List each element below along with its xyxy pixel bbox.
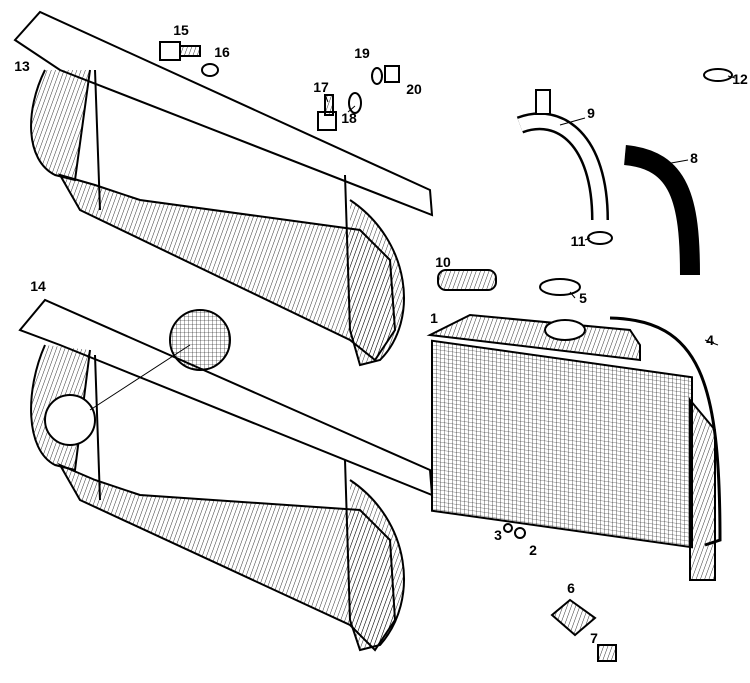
callout-15: 15 <box>173 22 189 38</box>
plug-2 <box>514 527 526 539</box>
front-panel-upper <box>13 10 434 367</box>
hose-clip-12 <box>703 68 733 82</box>
front-panel-lower <box>18 298 434 652</box>
callout-18: 18 <box>341 110 357 126</box>
callout-7: 7 <box>590 630 598 646</box>
washer-18 <box>348 92 362 114</box>
callout-6: 6 <box>567 580 575 596</box>
drain-tap <box>550 598 597 637</box>
callout-5: 5 <box>579 290 587 306</box>
hose-10 <box>437 269 497 291</box>
overflow-pipe <box>609 316 722 547</box>
callout-9: 9 <box>587 105 595 121</box>
callout-1: 1 <box>430 310 438 326</box>
callout-8: 8 <box>690 150 698 166</box>
callout-2: 2 <box>529 542 537 558</box>
washer-3 <box>503 523 513 533</box>
bolt-15 <box>159 41 181 61</box>
callout-12: 12 <box>732 71 748 87</box>
callout-11: 11 <box>570 233 586 249</box>
radiator-cap <box>539 278 581 296</box>
callout-16: 16 <box>214 44 230 60</box>
hose-clip-11 <box>587 231 613 245</box>
drain-plug <box>597 644 617 662</box>
nut-20 <box>384 65 400 83</box>
radiator <box>426 313 716 581</box>
callout-4: 4 <box>706 332 714 348</box>
callout-3: 3 <box>494 527 502 543</box>
callout-17: 17 <box>313 79 329 95</box>
washer-16 <box>201 63 219 77</box>
washer-19 <box>371 67 383 85</box>
callout-20: 20 <box>406 81 422 97</box>
callout-19: 19 <box>354 45 370 61</box>
callout-14: 14 <box>30 278 46 294</box>
callout-10: 10 <box>435 254 451 270</box>
callout-13: 13 <box>14 58 30 74</box>
